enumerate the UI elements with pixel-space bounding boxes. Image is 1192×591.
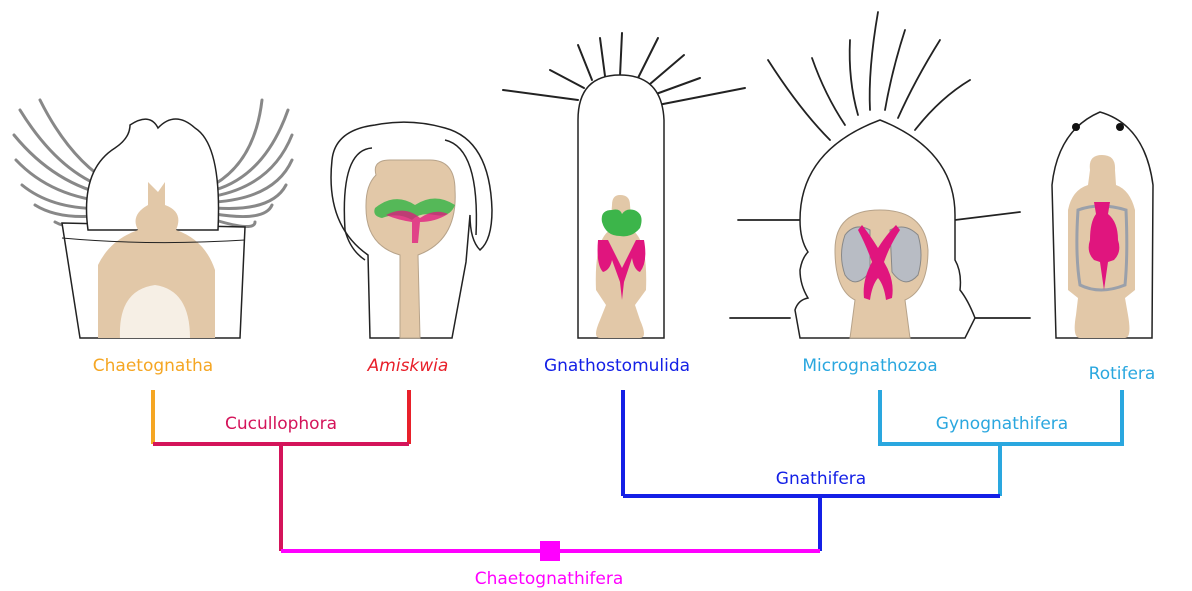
chaetognatha-illustration [14,100,292,338]
rotifera-eyespot-left [1072,123,1080,131]
rotifera-eyespot-right [1116,123,1124,131]
gnathostomulida-illustration [503,33,745,338]
clade-label-gynognathifera: Gynognathifera [936,416,1068,433]
micrognathozoa-illustration [730,12,1030,338]
clade-label-cucullophora: Cucullophora [225,416,337,433]
taxon-label-gnathostomulida: Gnathostomulida [544,358,690,375]
clade-label-chaetognathifera: Chaetognathifera [475,571,624,588]
taxon-label-amiskwia: Amiskwia [368,358,449,375]
branch-cucullophora [153,444,409,551]
taxon-label-rotifera: Rotifera [1089,366,1156,383]
taxon-label-chaetognatha: Chaetognatha [93,358,213,375]
grasping-spines-right [215,100,292,227]
branch-gnathifera [623,496,1000,551]
taxon-label-micrognathozoa: Micrognathozoa [802,358,937,375]
rotifera-illustration [1052,112,1153,338]
clade-label-gnathifera: Gnathifera [776,471,866,488]
branch-gynognathifera [880,390,1122,496]
amiskwia-illustration [331,122,492,338]
root-node-marker [540,541,560,561]
